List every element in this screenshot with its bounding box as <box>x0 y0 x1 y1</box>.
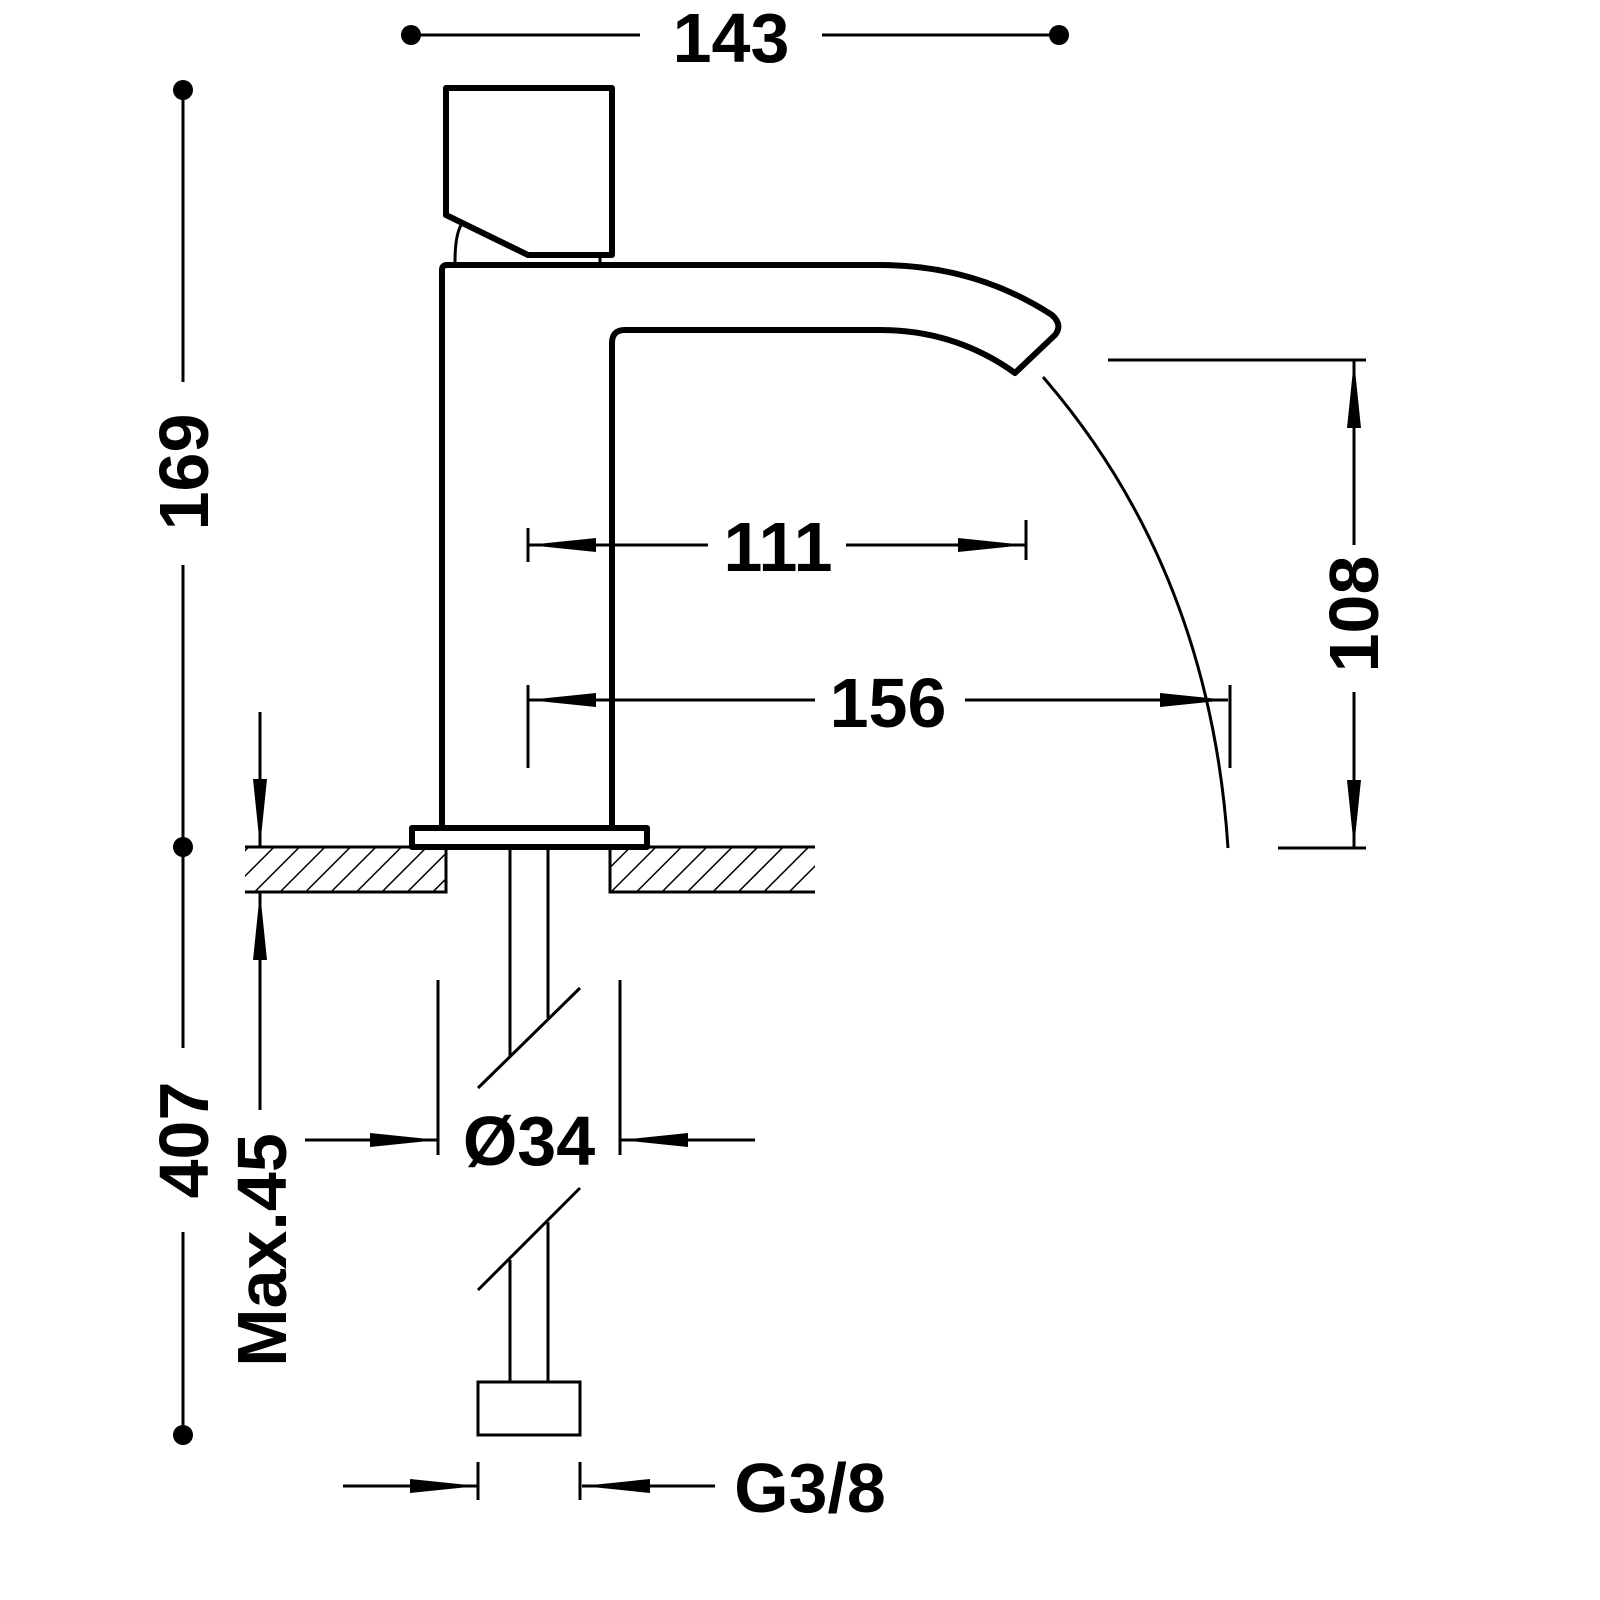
countertop-section <box>245 845 815 894</box>
dimension-width: 143 <box>401 0 1069 77</box>
faucet-body-spout <box>409 262 1062 850</box>
dimension-hole-diameter: Ø34 <box>305 980 755 1180</box>
water-jet <box>1041 376 1230 849</box>
dimension-counter-thickness: Max.45 <box>223 712 301 1367</box>
dimension-thread: G3/8 <box>343 1449 886 1527</box>
dimension-156: 156 <box>526 664 1232 768</box>
thread-fitting <box>476 1380 582 1437</box>
dimension-label-thread: G3/8 <box>734 1449 886 1527</box>
dimension-label-143: 143 <box>673 0 790 77</box>
dimension-heights: 169 407 <box>145 80 223 1445</box>
faucet-handle <box>443 85 615 264</box>
dimension-label-169: 169 <box>145 414 223 531</box>
dimension-label-diameter: Ø34 <box>463 1102 595 1180</box>
supply-hose <box>476 847 582 1437</box>
dimension-label-156: 156 <box>830 664 947 742</box>
dimension-108: 108 <box>1108 358 1393 850</box>
dimension-label-111: 111 <box>723 508 832 586</box>
dimension-111: 111 <box>526 508 1028 586</box>
dimension-label-407: 407 <box>145 1082 223 1199</box>
dimension-label-max45: Max.45 <box>223 1133 301 1366</box>
dimension-label-108: 108 <box>1315 556 1393 673</box>
